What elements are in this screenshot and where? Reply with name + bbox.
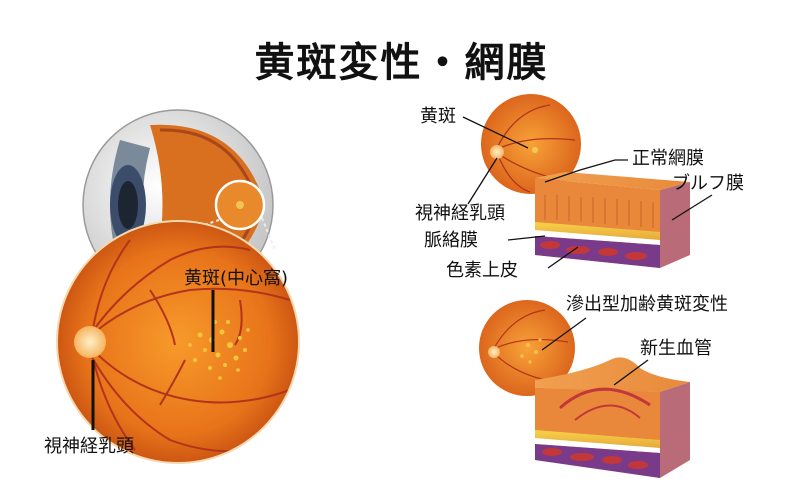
- label-choroid: 脈絡膜: [424, 230, 478, 251]
- normal-retina-block: [507, 159, 713, 269]
- label-macula-fovea: 黄斑(中心窩): [184, 268, 289, 289]
- label-optic-disc-right: 視神経乳頭: [415, 203, 505, 224]
- page-title: 黄斑変性・網膜: [254, 40, 549, 86]
- amd-fundus: [479, 300, 587, 396]
- label-bruch-membrane: ブルフ膜: [672, 173, 744, 194]
- label-rpe: 色素上皮: [446, 260, 518, 281]
- label-new-vessels: 新生血管: [640, 338, 712, 359]
- large-fundus: [56, 220, 300, 464]
- label-normal-retina: 正常網膜: [632, 148, 704, 169]
- amd-retina-block: [535, 357, 690, 478]
- label-macula: 黄斑: [420, 106, 456, 127]
- label-optic-disc-left: 視神経乳頭: [44, 436, 134, 457]
- label-wet-amd: 滲出型加齢黄斑変性: [566, 294, 728, 315]
- normal-fundus: [462, 94, 581, 205]
